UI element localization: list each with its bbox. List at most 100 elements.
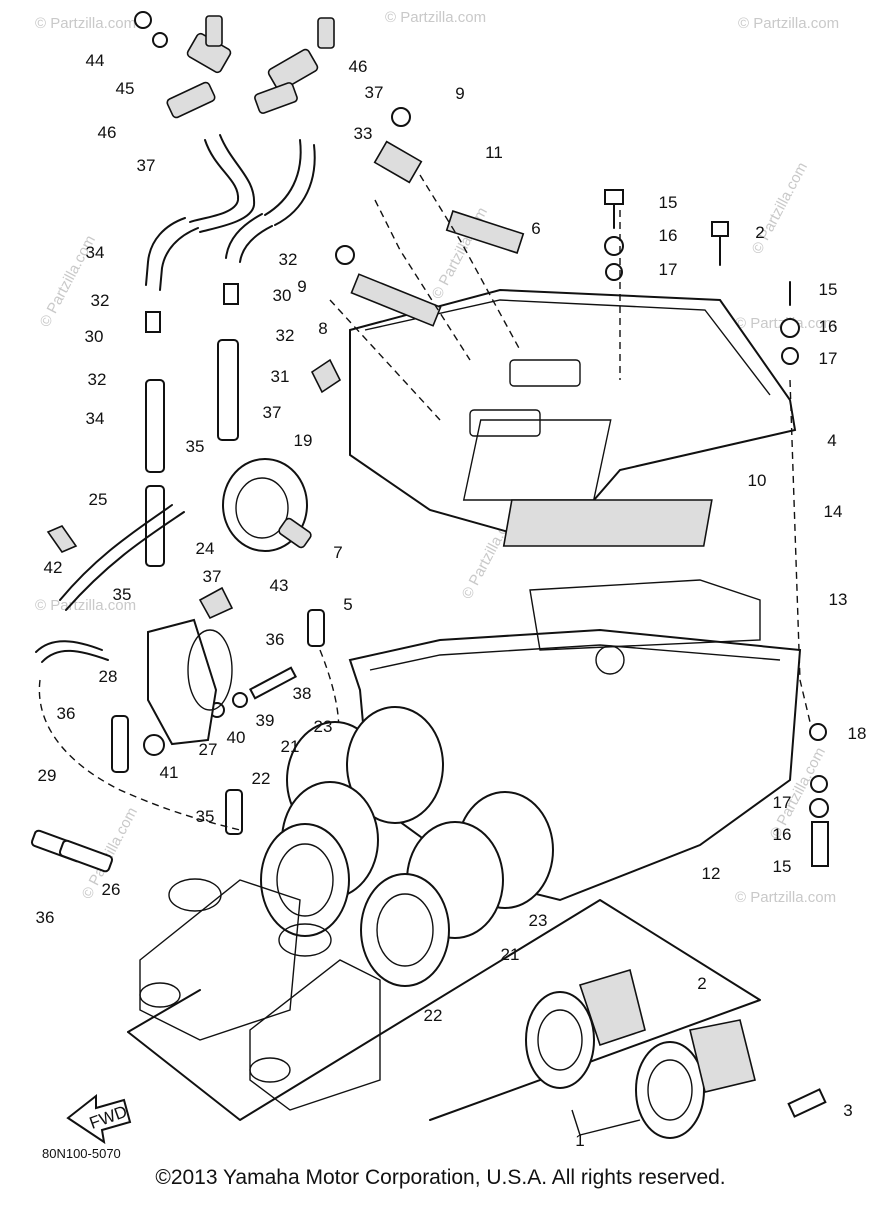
hose-26 (58, 839, 114, 873)
part-callout-17: 17 (659, 260, 678, 279)
copyright-notice: ©2013 Yamaha Motor Corporation, U.S.A. A… (155, 1166, 726, 1189)
clip-43 (198, 586, 234, 620)
part-callout-36: 36 (36, 908, 55, 927)
gasket-13 (529, 579, 761, 651)
part-callout-24: 24 (196, 539, 215, 558)
joint-46 (254, 82, 298, 114)
part-callout-31: 31 (271, 367, 290, 386)
bolt-15 (604, 189, 624, 205)
hose-34 (145, 485, 165, 567)
bolt-2 (711, 221, 729, 237)
clamp-19 (310, 358, 342, 394)
clamp-2 (689, 1019, 756, 1093)
part-callout-21: 21 (501, 945, 520, 964)
part-callout-32: 32 (276, 326, 295, 345)
part-callout-23: 23 (529, 911, 548, 930)
part-callout-11: 11 (485, 143, 503, 162)
part-callout-42: 42 (44, 558, 63, 577)
fitting-30 (145, 311, 161, 333)
part-callout-22: 22 (252, 769, 271, 788)
part-callout-37: 37 (203, 567, 222, 586)
part-callout-40: 40 (227, 728, 246, 747)
part-callout-15: 15 (773, 857, 792, 876)
nut-18 (809, 723, 827, 741)
part-callout-36: 36 (266, 630, 285, 649)
part-callout-34: 34 (86, 409, 105, 428)
collar-16 (604, 236, 624, 256)
screw-38 (248, 666, 298, 700)
carburetor-joints (260, 706, 554, 987)
callout-layer: 4445463746373391161516172151617343230323… (36, 51, 867, 1150)
part-callout-13: 13 (829, 590, 848, 609)
watermark: © Partzilla.com (738, 15, 839, 32)
part-callout-2: 2 (697, 974, 706, 993)
damper-17 (810, 775, 828, 793)
joint-22 (260, 823, 350, 937)
nipple (205, 15, 223, 47)
part-callout-33: 33 (354, 124, 373, 143)
part-callout-35: 35 (186, 437, 205, 456)
diagram-code: 80N100-5070 (42, 1146, 121, 1161)
part-callout-27: 27 (199, 740, 218, 759)
part-callout-32: 32 (88, 370, 107, 389)
nut-9 (335, 245, 355, 265)
damper-17 (781, 347, 799, 365)
joint-1 (525, 991, 595, 1089)
part-callout-4: 4 (827, 431, 836, 450)
part-callout-8: 8 (318, 319, 327, 338)
hose-31 (217, 339, 239, 441)
part-callout-22: 22 (424, 1006, 443, 1025)
nut-41 (143, 734, 165, 756)
part-callout-12: 12 (702, 864, 721, 883)
part-callout-16: 16 (659, 226, 678, 245)
part-callout-37: 37 (263, 403, 282, 422)
clamp-42 (46, 525, 78, 553)
part-callout-37: 37 (365, 83, 384, 102)
part-callout-44: 44 (86, 51, 105, 70)
hose-assembly (30, 134, 340, 873)
part-callout-14: 14 (824, 502, 843, 521)
joint-23 (346, 706, 444, 824)
part-callout-9: 9 (297, 277, 306, 296)
cap-44 (134, 11, 152, 29)
part-callout-41: 41 (160, 763, 179, 782)
hose-36 (111, 715, 129, 773)
nipple (317, 17, 335, 49)
watermark: © Partzilla.com (35, 597, 136, 614)
part-callout-18: 18 (848, 724, 867, 743)
part-callout-36: 36 (57, 704, 76, 723)
part-callout-30: 30 (273, 286, 292, 305)
forward-arrow: FWD (66, 1093, 132, 1145)
washer-39 (232, 692, 248, 708)
part-callout-1: 1 (575, 1131, 584, 1150)
damper-17 (605, 263, 623, 281)
joint-46 (166, 81, 216, 119)
part-callout-16: 16 (773, 825, 792, 844)
part-callout-15: 15 (819, 280, 838, 299)
bolt-15 (811, 821, 829, 867)
part-callout-23: 23 (314, 717, 333, 736)
part-callout-46: 46 (349, 57, 368, 76)
part-callout-2: 2 (755, 223, 764, 242)
bracket-8 (350, 273, 442, 327)
bracket-11 (373, 140, 423, 184)
part-callout-46: 46 (98, 123, 117, 142)
part-callout-39: 39 (256, 711, 275, 730)
part-callout-32: 32 (279, 250, 298, 269)
part-callout-38: 38 (293, 684, 312, 703)
part-callout-29: 29 (38, 766, 57, 785)
hose-34 (145, 379, 165, 473)
nut-9 (391, 107, 411, 127)
hose-35 (225, 789, 243, 835)
hose-36 (307, 609, 325, 647)
part-callout-10: 10 (748, 471, 767, 490)
part-callout-17: 17 (819, 349, 838, 368)
watermark: © Partzilla.com (35, 15, 136, 32)
part-callout-3: 3 (843, 1101, 852, 1120)
hardware (46, 107, 829, 1118)
part-callout-35: 35 (113, 585, 132, 604)
joint-1 (635, 1041, 705, 1139)
watermark: © Partzilla.com (385, 9, 486, 26)
